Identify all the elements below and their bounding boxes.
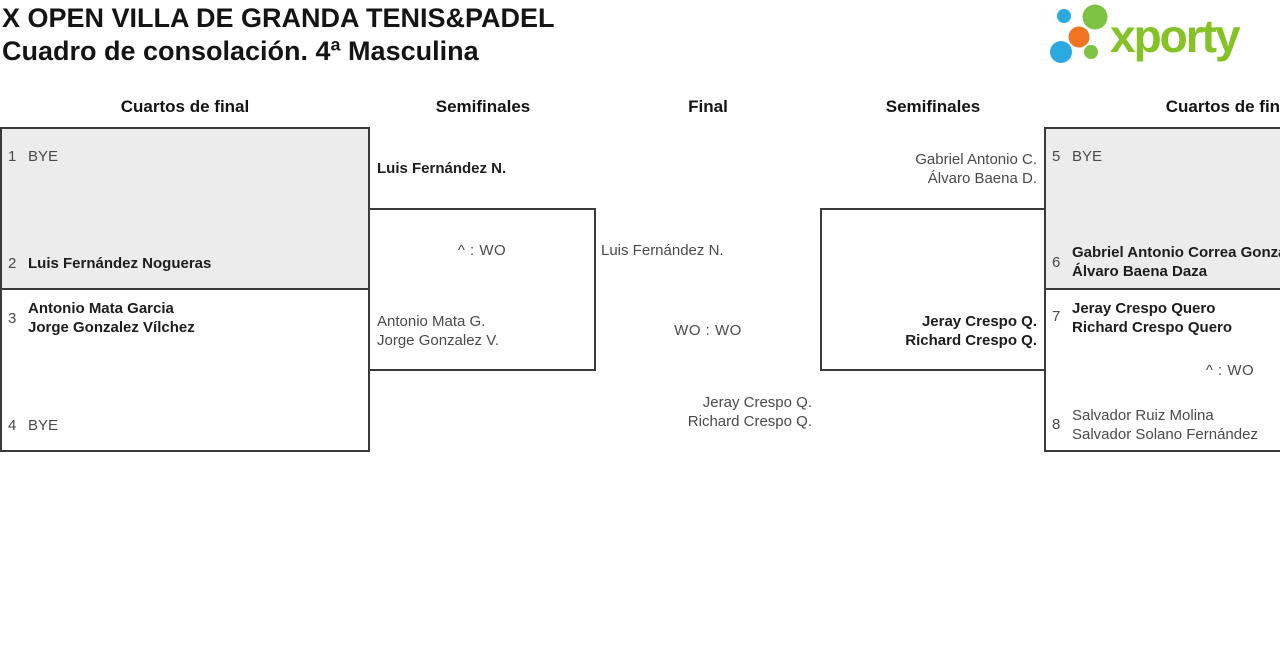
- team-name: Gabriel Antonio C.: [915, 151, 1037, 168]
- match-box-qf-left-1: [0, 127, 370, 290]
- team-name: BYE: [1072, 148, 1103, 165]
- seed-number: 4: [8, 417, 17, 434]
- round-header-sf-right: Semifinales: [885, 97, 981, 116]
- seed-number: 3: [8, 310, 17, 327]
- round-header-sf-left: Semifinales: [435, 97, 531, 116]
- finalist-left: Luis Fernández N.: [601, 242, 724, 259]
- xporty-logo-icon: [1050, 4, 1108, 63]
- sf-left-score: ^ : WO: [457, 242, 507, 259]
- team-name: Gabriel Antonio Correa González: [1072, 244, 1280, 261]
- sf-left-winner: Luis Fernández N.: [377, 160, 507, 177]
- seed-number: 7: [1052, 308, 1061, 325]
- team-name: Jorge Gonzalez V.: [377, 332, 500, 349]
- team-name: Álvaro Baena Daza: [1072, 263, 1208, 280]
- final-score: WO : WO: [674, 322, 742, 339]
- sf-right-winner: Richard Crespo Q.: [905, 332, 1037, 349]
- round-header-qf-right: Cuartos de final: [1165, 97, 1280, 116]
- match-box-qf-right-2: [1044, 288, 1280, 452]
- seed-number: 1: [8, 148, 17, 165]
- finalist-right: Jeray Crespo Q.: [702, 394, 812, 411]
- seed-number: 2: [8, 255, 17, 272]
- tournament-title: X OPEN VILLA DE GRANDA TENIS&PADEL: [2, 3, 555, 33]
- match-box-qf-left-2: [0, 288, 370, 452]
- round-header-qf-left: Cuartos de final: [120, 97, 250, 116]
- sf-right-winner: Jeray Crespo Q.: [921, 313, 1037, 330]
- qf-right-2-score: ^ : WO: [1205, 362, 1255, 379]
- team-name: Salvador Ruiz Molina: [1072, 407, 1214, 424]
- team-name: BYE: [28, 148, 59, 165]
- match-box-qf-right-1: [1044, 127, 1280, 290]
- seed-number: 5: [1052, 148, 1061, 165]
- bracket-subtitle: Cuadro de consolación. 4ª Masculina: [2, 36, 479, 66]
- round-header-final: Final: [688, 97, 728, 116]
- team-name: Álvaro Baena D.: [927, 170, 1037, 187]
- team-name: Jorge Gonzalez Vílchez: [28, 319, 195, 336]
- team-name: Salvador Solano Fernández: [1072, 426, 1258, 443]
- team-name: Antonio Mata Garcia: [28, 300, 174, 317]
- team-name: Richard Crespo Quero: [1072, 319, 1233, 336]
- xporty-wordmark: xporty: [1110, 10, 1241, 62]
- team-name: BYE: [28, 417, 59, 434]
- team-name: Antonio Mata G.: [377, 313, 486, 330]
- seed-number: 8: [1052, 416, 1061, 433]
- team-name: Luis Fernández Nogueras: [28, 255, 212, 272]
- match-box-sf-left: [368, 208, 596, 371]
- seed-number: 6: [1052, 254, 1061, 271]
- team-name: Jeray Crespo Quero: [1072, 300, 1216, 317]
- xporty-logo[interactable]: xporty: [1048, 4, 1278, 70]
- finalist-right: Richard Crespo Q.: [687, 413, 812, 430]
